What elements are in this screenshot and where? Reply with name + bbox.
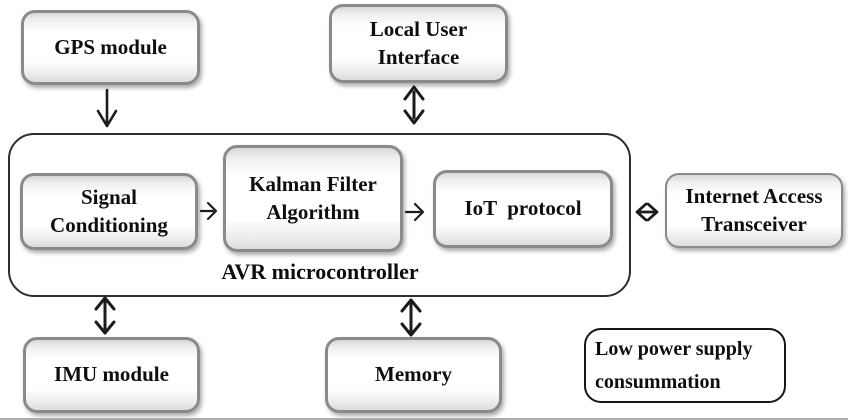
imu-module-label: IMU module: [54, 362, 169, 387]
memory-box: Memory: [325, 337, 502, 413]
arrow-gps-to-avr-icon: [96, 88, 118, 128]
bottom-divider: [0, 418, 848, 420]
signal-conditioning-label-line2: Conditioning: [50, 212, 168, 237]
kalman-filter-box: Kalman Filter Algorithm: [223, 145, 403, 252]
low-power-supply-label-line2: consummation: [595, 370, 721, 393]
avr-microcontroller-label: AVR microcontroller: [221, 259, 419, 284]
imu-module-box: IMU module: [23, 337, 200, 413]
low-power-supply-box: Low power supply consummation: [584, 328, 786, 403]
memory-label: Memory: [375, 362, 452, 387]
gps-module-label: GPS module: [54, 34, 167, 59]
kalman-filter-label-line2: Algorithm: [266, 199, 360, 224]
arrow-avr-memory-bidirectional-icon: [400, 298, 422, 337]
local-user-interface-box: Local User Interface: [329, 4, 508, 83]
iot-protocol-box: IoT protocol: [433, 170, 613, 248]
arrow-local-ui-avr-bidirectional-icon: [403, 85, 425, 125]
signal-conditioning-label-line1: Signal: [80, 185, 138, 210]
signal-conditioning-box: Signal Conditioning: [20, 173, 198, 250]
iot-protocol-label: IoT protocol: [464, 196, 582, 221]
gps-module-box: GPS module: [21, 10, 200, 85]
low-power-supply-label-line1: Low power supply: [595, 338, 753, 361]
local-user-interface-label-line1: Local User: [369, 17, 468, 42]
internet-access-transceiver-label-line2: Transceiver: [701, 211, 807, 236]
kalman-filter-label-line1: Kalman Filter: [249, 172, 377, 197]
arrow-avr-transceiver-bidirectional-icon: [635, 202, 659, 222]
internet-access-transceiver-label-line1: Internet Access: [685, 184, 823, 209]
local-user-interface-label-line2: Interface: [377, 44, 460, 69]
internet-access-transceiver-box: Internet Access Transceiver: [665, 173, 843, 248]
arrow-avr-imu-bidirectional-icon: [94, 296, 116, 335]
